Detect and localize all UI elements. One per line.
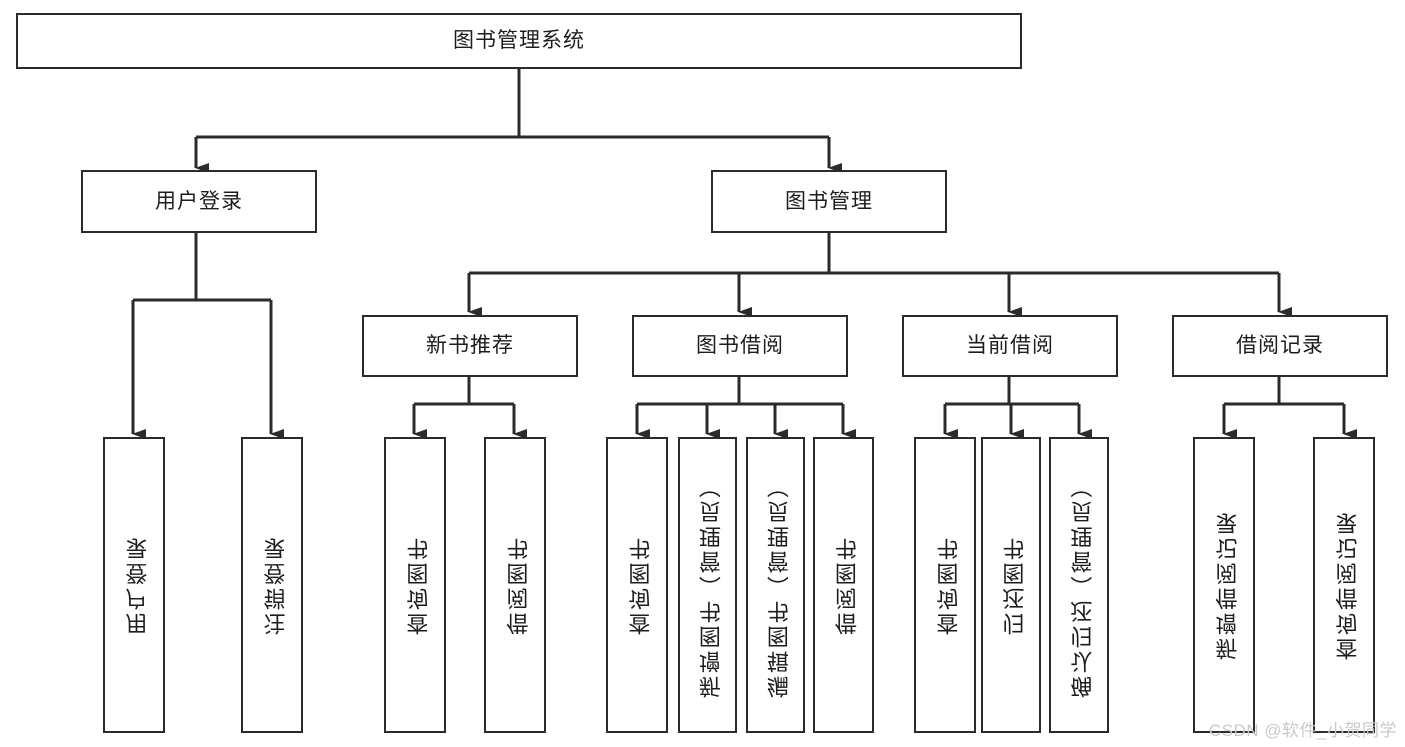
leaf-query-book-recommend[interactable]: 查询图书 [384, 437, 446, 733]
node-label: 查询借阅记录 [1332, 510, 1358, 660]
node-label: 查询图书 [625, 535, 651, 635]
node-current-borrow[interactable]: 当前借阅 [902, 315, 1118, 377]
node-label: 注销登录 [260, 535, 286, 635]
node-label: 借阅图书 [503, 535, 529, 635]
node-book-borrow[interactable]: 图书借阅 [632, 315, 848, 377]
node-label: 确认归还（管理员） [1067, 472, 1093, 698]
node-label: 用户登录 [155, 189, 243, 213]
node-label: 借阅记录 [1236, 334, 1324, 358]
leaf-query-book-borrow[interactable]: 查询图书 [606, 437, 668, 733]
csdn-watermark: CSDN @软件_小贺同学 [1208, 721, 1397, 740]
node-label: 借阅图书 [831, 535, 857, 635]
leaf-user-login[interactable]: 用户登录 [103, 437, 165, 733]
node-label: 查询图书 [403, 535, 429, 635]
leaf-confirm-return[interactable]: 确认归还（管理员） [1049, 437, 1109, 733]
leaf-edit-book[interactable]: 编辑图书（管理员） [746, 437, 805, 733]
node-label: 编辑图书（管理员） [763, 472, 789, 698]
node-label: 新增图书（管理员） [695, 472, 721, 698]
leaf-query-book-current[interactable]: 查询图书 [914, 437, 976, 733]
node-new-book-recommend[interactable]: 新书推荐 [362, 315, 578, 377]
node-root-system[interactable]: 图书管理系统 [16, 13, 1022, 69]
node-label: 图书管理 [785, 189, 873, 213]
node-label: 图书借阅 [696, 334, 784, 358]
leaf-borrow-book[interactable]: 借阅图书 [813, 437, 874, 733]
node-label: 当前借阅 [966, 334, 1054, 358]
node-label: 新书推荐 [426, 334, 514, 358]
node-book-management[interactable]: 图书管理 [711, 170, 947, 233]
leaf-query-borrow-record[interactable]: 查询借阅记录 [1313, 437, 1375, 733]
leaf-return-book[interactable]: 归还图书 [981, 437, 1041, 733]
node-label: 归还图书 [999, 535, 1025, 635]
node-user-login[interactable]: 用户登录 [81, 170, 317, 233]
leaf-borrow-book-recommend[interactable]: 借阅图书 [484, 437, 546, 733]
node-label: 查询图书 [933, 535, 959, 635]
node-label: 图书管理系统 [453, 29, 585, 53]
leaf-logout-login[interactable]: 注销登录 [241, 437, 303, 733]
node-label: 用户登录 [122, 535, 148, 635]
node-label: 新增借阅记录 [1212, 510, 1238, 660]
leaf-add-borrow-record[interactable]: 新增借阅记录 [1193, 437, 1255, 733]
leaf-add-book[interactable]: 新增图书（管理员） [678, 437, 737, 733]
node-borrow-record[interactable]: 借阅记录 [1172, 315, 1388, 377]
